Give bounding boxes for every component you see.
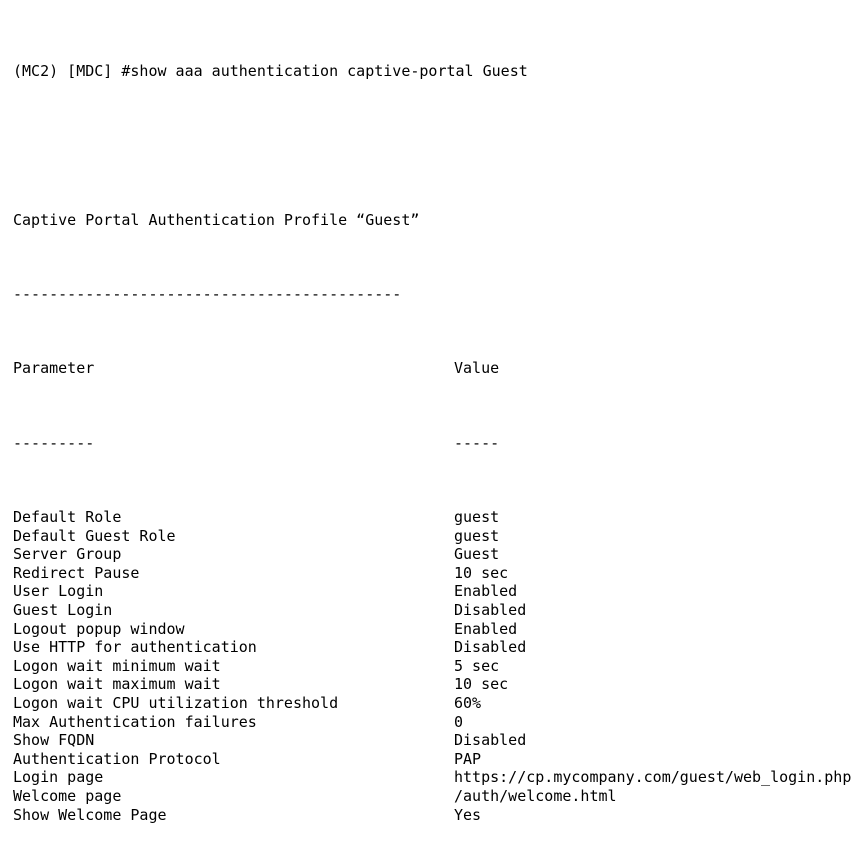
- row-value: Disabled: [454, 638, 527, 657]
- row-parameter: Guest Login: [13, 601, 113, 619]
- row-value: PAP: [454, 749, 482, 768]
- blank-line: [13, 136, 866, 155]
- table-row: Max Authentication failures 0: [13, 713, 866, 732]
- table-row: Redirect Pause 10 sec: [13, 564, 866, 583]
- table-row: Logout popup window Enabled: [13, 620, 866, 639]
- table-row: Server Group Guest: [13, 545, 866, 564]
- row-parameter: Show Welcome Page: [13, 805, 167, 824]
- row-value: 60%: [454, 693, 482, 712]
- table-header-row: Parameter Value: [13, 359, 866, 378]
- column-rule-value: -----: [454, 433, 500, 452]
- row-parameter: Logon wait maximum wait: [13, 675, 221, 694]
- table-row: Use HTTP for authentication Disabled: [13, 638, 866, 657]
- table-row: Logon wait maximum wait 10 sec: [13, 675, 866, 694]
- row-value: /auth/welcome.html: [454, 786, 617, 805]
- command-prompt-line: (MC2) [MDC] #show aaa authentication cap…: [13, 61, 528, 80]
- table-row: Default Guest Role guest: [13, 527, 866, 546]
- row-value: Guest: [454, 545, 500, 564]
- row-parameter: Login page: [13, 768, 104, 787]
- row-parameter: Default Guest Role: [13, 526, 176, 545]
- row-parameter: Max Authentication failures: [13, 712, 257, 731]
- table-row: Show Welcome Page Yes: [13, 806, 866, 825]
- table-row: Guest Login Disabled: [13, 601, 866, 620]
- row-value: guest: [454, 508, 500, 527]
- row-parameter: Logout popup window: [13, 619, 185, 638]
- table-row: Logon wait CPU utilization threshold 60%: [13, 694, 866, 713]
- terminal-output[interactable]: (MC2) [MDC] #show aaa authentication cap…: [0, 0, 866, 824]
- row-parameter: Logon wait minimum wait: [13, 656, 221, 675]
- row-parameter: Authentication Protocol: [13, 749, 221, 768]
- row-value: Disabled: [454, 601, 527, 619]
- row-value: Enabled: [454, 582, 518, 601]
- row-value: Enabled: [454, 619, 518, 638]
- row-value: 10 sec: [454, 563, 509, 582]
- table-header-separator-row: --------------: [13, 434, 866, 453]
- table-row: Login page https://cp.mycompany.com/guest…: [13, 768, 866, 787]
- row-parameter: Welcome page: [13, 786, 122, 805]
- table-row: Authentication Protocol PAP: [13, 750, 866, 769]
- table-row: Default Role guest: [13, 508, 866, 527]
- row-parameter: Server Group: [13, 545, 122, 564]
- row-parameter: Use HTTP for authentication: [13, 638, 257, 657]
- row-parameter: Logon wait CPU utilization threshold: [13, 693, 339, 712]
- row-parameter: Default Role: [13, 508, 122, 527]
- title-separator-rule: ----------------------------------------…: [13, 284, 402, 303]
- row-value: 10 sec: [454, 675, 509, 694]
- row-value: https://cp.mycompany.com/guest/web_login…: [454, 768, 852, 787]
- column-rule-parameter: ---------: [13, 433, 95, 452]
- table-row: Show FQDN Disabled: [13, 731, 866, 750]
- profile-title: Captive Portal Authentication Profile “G…: [13, 210, 420, 229]
- table-row: Logon wait minimum wait 5 sec: [13, 657, 866, 676]
- row-value: 0: [454, 712, 464, 731]
- row-value: 5 sec: [454, 656, 500, 675]
- row-value: Yes: [454, 805, 482, 824]
- row-value: Disabled: [454, 731, 527, 750]
- column-header-value: Value: [454, 359, 500, 378]
- row-value: guest: [454, 526, 500, 545]
- row-parameter: User Login: [13, 582, 104, 601]
- table-row: User Login Enabled: [13, 582, 866, 601]
- column-header-parameter: Parameter: [13, 359, 95, 378]
- row-parameter: Redirect Pause: [13, 563, 140, 582]
- row-parameter: Show FQDN: [13, 731, 95, 750]
- table-row: Welcome page/auth/welcome.html: [13, 787, 866, 806]
